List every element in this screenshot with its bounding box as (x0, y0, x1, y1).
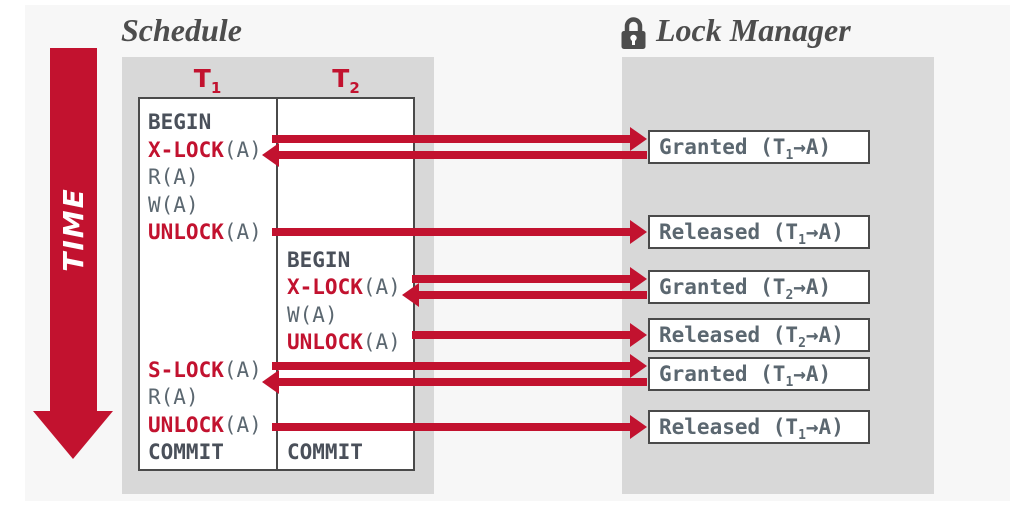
lock-message-box-4: Granted (T1→A) (648, 357, 870, 391)
op-argument: (A) (160, 192, 199, 217)
op-keyword: BEGIN (148, 110, 212, 134)
op-keyword: UNLOCK (148, 220, 224, 244)
request-arrowhead-icon (630, 267, 647, 291)
schedule-op-x-lock-t1: X-LOCK(A) (148, 136, 262, 164)
message-prefix: Granted (T (659, 135, 786, 159)
response-arrow (279, 151, 647, 159)
request-arrowhead-icon (630, 323, 647, 347)
schedule-op-commit-t2: COMMIT (287, 438, 363, 466)
op-keyword: R (148, 165, 161, 189)
txn-subscript: 1 (785, 375, 794, 391)
request-arrow (272, 362, 630, 370)
request-arrowhead-icon (630, 354, 647, 378)
lock-message-box-0: Granted (T1→A) (648, 130, 870, 164)
op-argument: (A) (362, 330, 401, 354)
response-arrow (419, 291, 647, 299)
txn-subscript: 1 (798, 233, 806, 249)
schedule-op-commit-t1: COMMIT (148, 438, 224, 466)
time-arrow: TIME (50, 48, 97, 411)
txn-subscript: 2 (785, 288, 794, 304)
message-suffix: →A) (793, 275, 832, 299)
lock-message-box-2: Granted (T2→A) (648, 270, 870, 304)
lock-manager-title: Lock Manager (656, 12, 851, 48)
schedule-op-unlock-t2: UNLOCK(A) (287, 328, 401, 356)
table-column-divider (276, 97, 278, 471)
message-suffix: →A) (805, 323, 844, 347)
schedule-op-begin-t2: BEGIN (287, 246, 350, 274)
op-keyword: W (287, 302, 300, 327)
request-arrow (412, 275, 630, 283)
op-keyword: S-LOCK (148, 357, 224, 382)
message-suffix: →A) (793, 135, 832, 159)
column-header-t1: T1 (138, 62, 277, 96)
op-keyword: UNLOCK (287, 330, 363, 354)
time-arrow-label: TIME (57, 187, 91, 272)
schedule-op-w-t2: W(A) (287, 301, 338, 329)
schedule-op-begin-t1: BEGIN (148, 108, 211, 136)
message-prefix: Granted (T (659, 362, 786, 386)
op-keyword: COMMIT (287, 440, 363, 464)
message-prefix: Released (T (659, 415, 799, 439)
schedule-op-r-t1: R(A) (148, 163, 199, 191)
request-arrow (412, 331, 630, 339)
op-argument: (A) (223, 137, 262, 162)
t2-sub: 2 (349, 79, 360, 97)
schedule-op-x-lock-t2: X-LOCK(A) (287, 273, 401, 301)
request-arrow (272, 135, 630, 143)
op-keyword: COMMIT (148, 440, 224, 464)
op-argument: (A) (223, 357, 262, 382)
message-suffix: →A) (805, 415, 844, 439)
op-argument: (A) (362, 275, 401, 299)
op-keyword: X-LOCK (148, 137, 224, 162)
op-argument: (A) (299, 302, 338, 327)
t1-base: T (193, 64, 211, 93)
txn-subscript: 1 (785, 148, 794, 164)
op-keyword: UNLOCK (148, 412, 224, 437)
schedule-op-unlock-t1: UNLOCK(A) (148, 218, 262, 246)
lock-message-box-3: Released (T2→A) (648, 318, 870, 352)
op-argument: (A) (223, 220, 262, 244)
schedule-title: Schedule (121, 12, 242, 48)
request-arrow (272, 423, 630, 431)
response-arrowhead-icon (402, 283, 419, 307)
request-arrowhead-icon (630, 127, 647, 151)
lock-message-box-1: Released (T1→A) (648, 215, 870, 249)
schedule-op-unlock-t1: UNLOCK(A) (148, 411, 262, 439)
message-prefix: Granted (T (659, 275, 786, 299)
t2-base: T (332, 64, 350, 93)
schedule-op-r-t1: R(A) (148, 383, 199, 411)
message-prefix: Released (T (659, 220, 799, 244)
message-suffix: →A) (793, 362, 832, 386)
schedule-op-s-lock-t1: S-LOCK(A) (148, 356, 262, 384)
request-arrowhead-icon (630, 220, 647, 244)
op-argument: (A) (160, 385, 199, 409)
column-header-t2: T2 (277, 62, 415, 96)
txn-subscript: 2 (798, 336, 806, 352)
op-keyword: W (148, 192, 161, 217)
response-arrowhead-icon (262, 143, 279, 167)
response-arrow (279, 378, 647, 386)
message-suffix: →A) (805, 220, 844, 244)
op-argument: (A) (223, 412, 262, 437)
txn-subscript: 1 (798, 428, 806, 444)
response-arrowhead-icon (262, 370, 279, 394)
lock-message-box-5: Released (T1→A) (648, 410, 870, 444)
lock-icon (621, 17, 646, 49)
op-argument: (A) (160, 165, 199, 189)
schedule-op-w-t1: W(A) (148, 191, 199, 219)
op-keyword: BEGIN (287, 247, 351, 272)
request-arrowhead-icon (630, 415, 647, 439)
time-arrowhead-icon (33, 411, 113, 459)
t1-sub: 1 (210, 79, 222, 97)
message-prefix: Released (T (659, 323, 799, 347)
op-keyword: X-LOCK (287, 275, 363, 299)
request-arrow (272, 228, 630, 236)
op-keyword: R (148, 385, 161, 409)
